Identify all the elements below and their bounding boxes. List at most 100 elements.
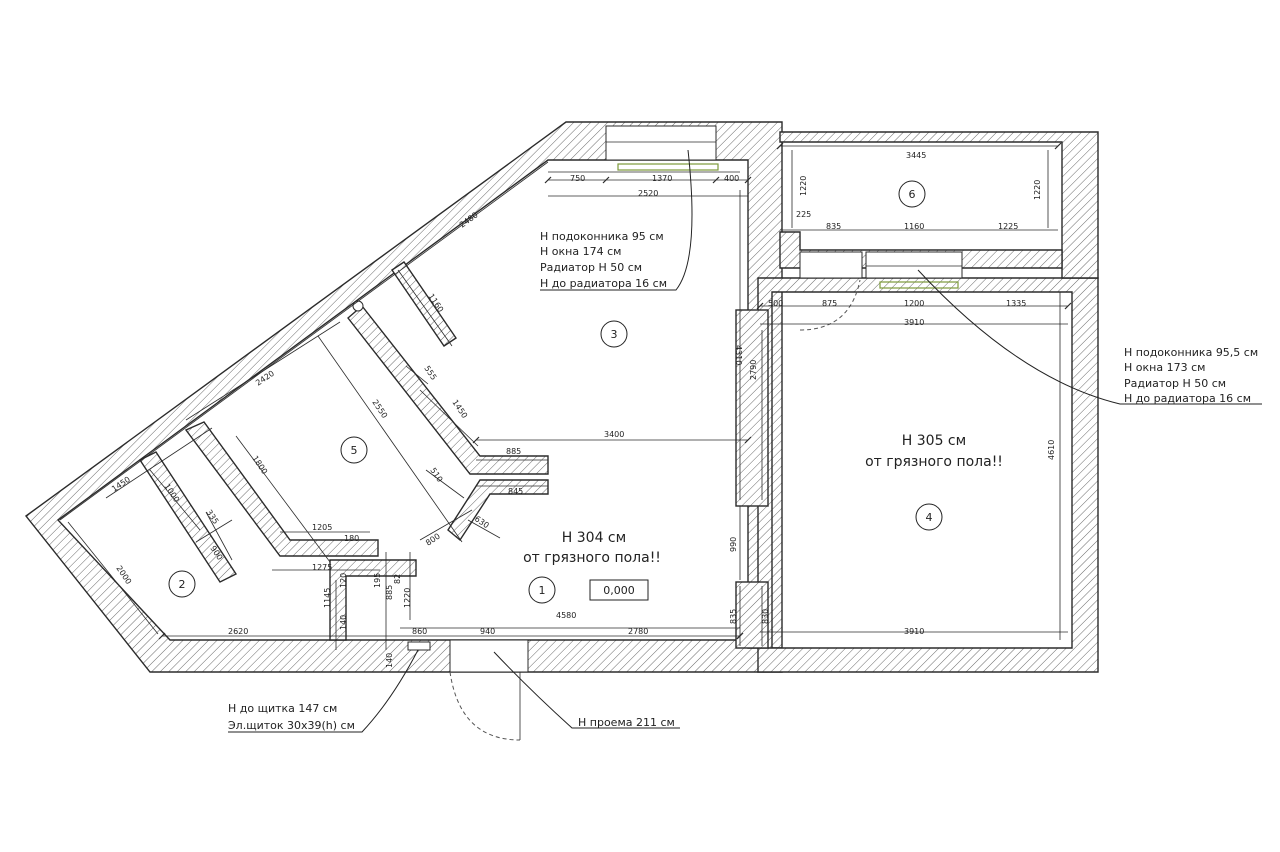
- dim-4580: 4580: [556, 611, 576, 620]
- dim-1160-top: 1160: [904, 222, 924, 231]
- note-right-line-2: Н окна 173 см: [1124, 361, 1205, 374]
- dim-845: 845: [508, 487, 523, 496]
- wall-niche: [391, 261, 457, 347]
- dim-1220-right: 1220: [1033, 180, 1042, 200]
- dim-3445: 3445: [906, 151, 926, 160]
- room-number-6: 6: [909, 188, 916, 201]
- dim-500: 500: [768, 299, 783, 308]
- dim-1205: 1205: [312, 523, 332, 532]
- dim-335: 335: [204, 508, 220, 526]
- room-marker-6: [898, 180, 926, 208]
- room-notes: Н 304 см от грязного пола!! 0,000 Н 305 …: [523, 433, 1003, 601]
- dim-2790: 2790: [749, 360, 758, 380]
- window-room4: [865, 251, 963, 279]
- entrance-door-swing: [449, 671, 521, 741]
- level-value: 0,000: [603, 584, 635, 597]
- dimension-labels: 750 1370 400 2520 2480 4310 3445 1220 12…: [110, 151, 1056, 668]
- dim-990: 990: [729, 537, 738, 552]
- dim-2780: 2780: [628, 627, 648, 636]
- panel-note-line-2: Эл.щиток 30х39(h) см: [228, 719, 355, 732]
- dim-1800: 1800: [250, 454, 269, 476]
- room-number-2: 2: [179, 578, 186, 591]
- room-marker-4: [915, 503, 943, 531]
- room-marker-3: [600, 320, 628, 348]
- dim-1275: 1275: [312, 563, 332, 572]
- outer-wall-right: [757, 277, 1099, 673]
- walls: [24, 121, 1099, 673]
- dim-180: 180: [344, 534, 359, 543]
- dim-1450-a: 1450: [450, 398, 469, 420]
- radiator-room3: [617, 163, 719, 171]
- dim-3910-bottom: 3910: [904, 627, 924, 636]
- room4-floor-note: от грязного пола!!: [865, 454, 1003, 470]
- window-room3: [605, 125, 717, 161]
- level-marker: [589, 579, 649, 601]
- dim-2550: 2550: [370, 398, 389, 420]
- leader-lines: [228, 149, 1262, 733]
- dim-830: 830: [761, 609, 770, 624]
- dim-2520: 2520: [638, 189, 658, 198]
- room-number-1: 1: [539, 584, 546, 597]
- room-number-4: 4: [926, 511, 933, 524]
- dim-3910-top: 3910: [904, 318, 924, 327]
- doorway-note: Н проема 211 см: [578, 716, 675, 729]
- room-number-3: 3: [611, 328, 618, 341]
- room4-height: Н 305 см: [902, 433, 966, 449]
- wall-room2-inner: [138, 451, 238, 583]
- leader-panel: [228, 649, 419, 733]
- dimension-ticks: [158, 142, 1072, 640]
- dim-940: 940: [480, 627, 495, 636]
- note-right-line-3: Радиатор Н 50 см: [1124, 377, 1226, 390]
- dim-750: 750: [570, 174, 585, 183]
- room-marker-1: [528, 576, 556, 604]
- room-marker-5: [340, 436, 368, 464]
- leader-doorway: [493, 651, 680, 729]
- panel-note-line-1: Н до щитка 147 см: [228, 702, 337, 715]
- dim-400: 400: [724, 174, 739, 183]
- dim-1220-left: 1220: [799, 176, 808, 196]
- dim-195: 195: [373, 573, 382, 588]
- note-right-line-4: Н до радиатора 16 см: [1124, 392, 1251, 405]
- balcony-door-swing: [799, 279, 861, 331]
- dim-140-b: 140: [385, 653, 394, 668]
- dim-140-a: 140: [339, 615, 348, 630]
- radiator-room4: [879, 281, 959, 289]
- dim-2620: 2620: [228, 627, 248, 636]
- dim-885-b: 885: [385, 585, 394, 600]
- dim-82: 82: [393, 574, 402, 584]
- pipe: [352, 300, 364, 312]
- note-left-line-4: Н до радиатора 16 см: [540, 277, 667, 290]
- note-left-line-2: Н окна 174 см: [540, 245, 621, 258]
- dim-1370: 1370: [652, 174, 672, 183]
- dim-860: 860: [412, 627, 427, 636]
- partition-1-4-lower: [735, 581, 769, 649]
- wall-corridor: [329, 559, 417, 641]
- dim-1335: 1335: [1006, 299, 1026, 308]
- electrical-panel: [407, 641, 431, 651]
- dim-835-top: 835: [826, 222, 841, 231]
- dim-3400: 3400: [604, 430, 624, 439]
- window-note-left: Н подоконника 95 см Н окна 174 см Радиат…: [540, 230, 667, 290]
- window-note-right: Н подоконника 95,5 см Н окна 173 см Ради…: [1124, 346, 1258, 405]
- room1-height: Н 304 см: [562, 530, 626, 546]
- partition-1-4: [735, 309, 769, 507]
- dim-1225: 1225: [998, 222, 1018, 231]
- dimension-lines: [59, 145, 1068, 650]
- entrance-door: [449, 639, 529, 673]
- dim-875: 875: [822, 299, 837, 308]
- dim-835-bottom: 835: [729, 609, 738, 624]
- dim-885-a: 885: [506, 447, 521, 456]
- windows: [352, 125, 963, 741]
- room-number-5: 5: [351, 444, 358, 457]
- dim-4610: 4610: [1047, 440, 1056, 460]
- room-marker-2: [168, 570, 196, 598]
- leader-window-right: [917, 269, 1262, 405]
- wall-room2-5: [184, 421, 379, 557]
- note-left-line-3: Радиатор Н 50 см: [540, 261, 642, 274]
- wall-room5-bottom: [447, 479, 549, 542]
- room-markers: 1 2 3 4 5 6: [168, 180, 943, 604]
- dim-1200: 1200: [904, 299, 924, 308]
- room1-floor-note: от грязного пола!!: [523, 550, 661, 566]
- window-balcony-door: [799, 251, 863, 279]
